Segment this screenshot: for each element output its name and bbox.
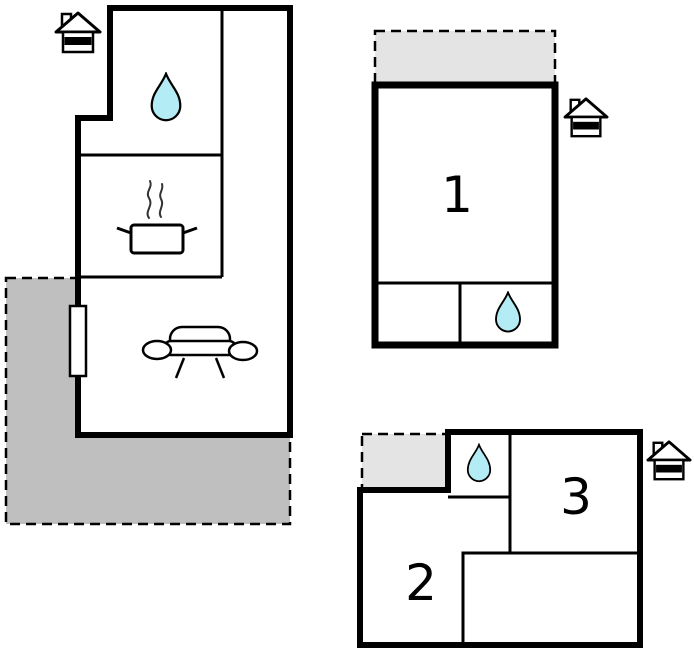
room-label-unit1: 1 xyxy=(441,166,473,224)
house-icon xyxy=(54,11,102,54)
main-building-outline xyxy=(75,5,293,438)
terrace-unit1 xyxy=(373,29,557,87)
unit23-outline xyxy=(357,429,643,648)
sofa-leg xyxy=(214,357,226,379)
pot-body xyxy=(129,223,185,255)
steam-squiggle xyxy=(146,180,152,219)
sofa-arm-right xyxy=(227,340,259,362)
terrace-unit23 xyxy=(360,432,450,492)
sofa-arm-left xyxy=(141,339,173,361)
window-marker xyxy=(68,304,88,378)
pot-handle-left xyxy=(116,226,132,235)
unit23-building-group: 3 2 xyxy=(357,429,643,648)
wall-room2-step xyxy=(461,551,640,645)
pot-handle-right xyxy=(182,226,198,235)
sofa-icon xyxy=(141,325,259,379)
house-icon xyxy=(646,440,692,481)
sofa-seat xyxy=(162,339,238,357)
cooking-pot-icon xyxy=(116,180,198,255)
house-icon xyxy=(563,97,609,138)
steam-squiggle xyxy=(158,183,164,218)
room-label-unit3: 3 xyxy=(560,468,592,526)
unit1-outline xyxy=(371,81,559,349)
unit1-building-group: 1 xyxy=(371,29,559,349)
main-building-group xyxy=(4,5,293,526)
sofa-leg xyxy=(174,357,186,379)
room-label-unit2: 2 xyxy=(405,554,437,612)
